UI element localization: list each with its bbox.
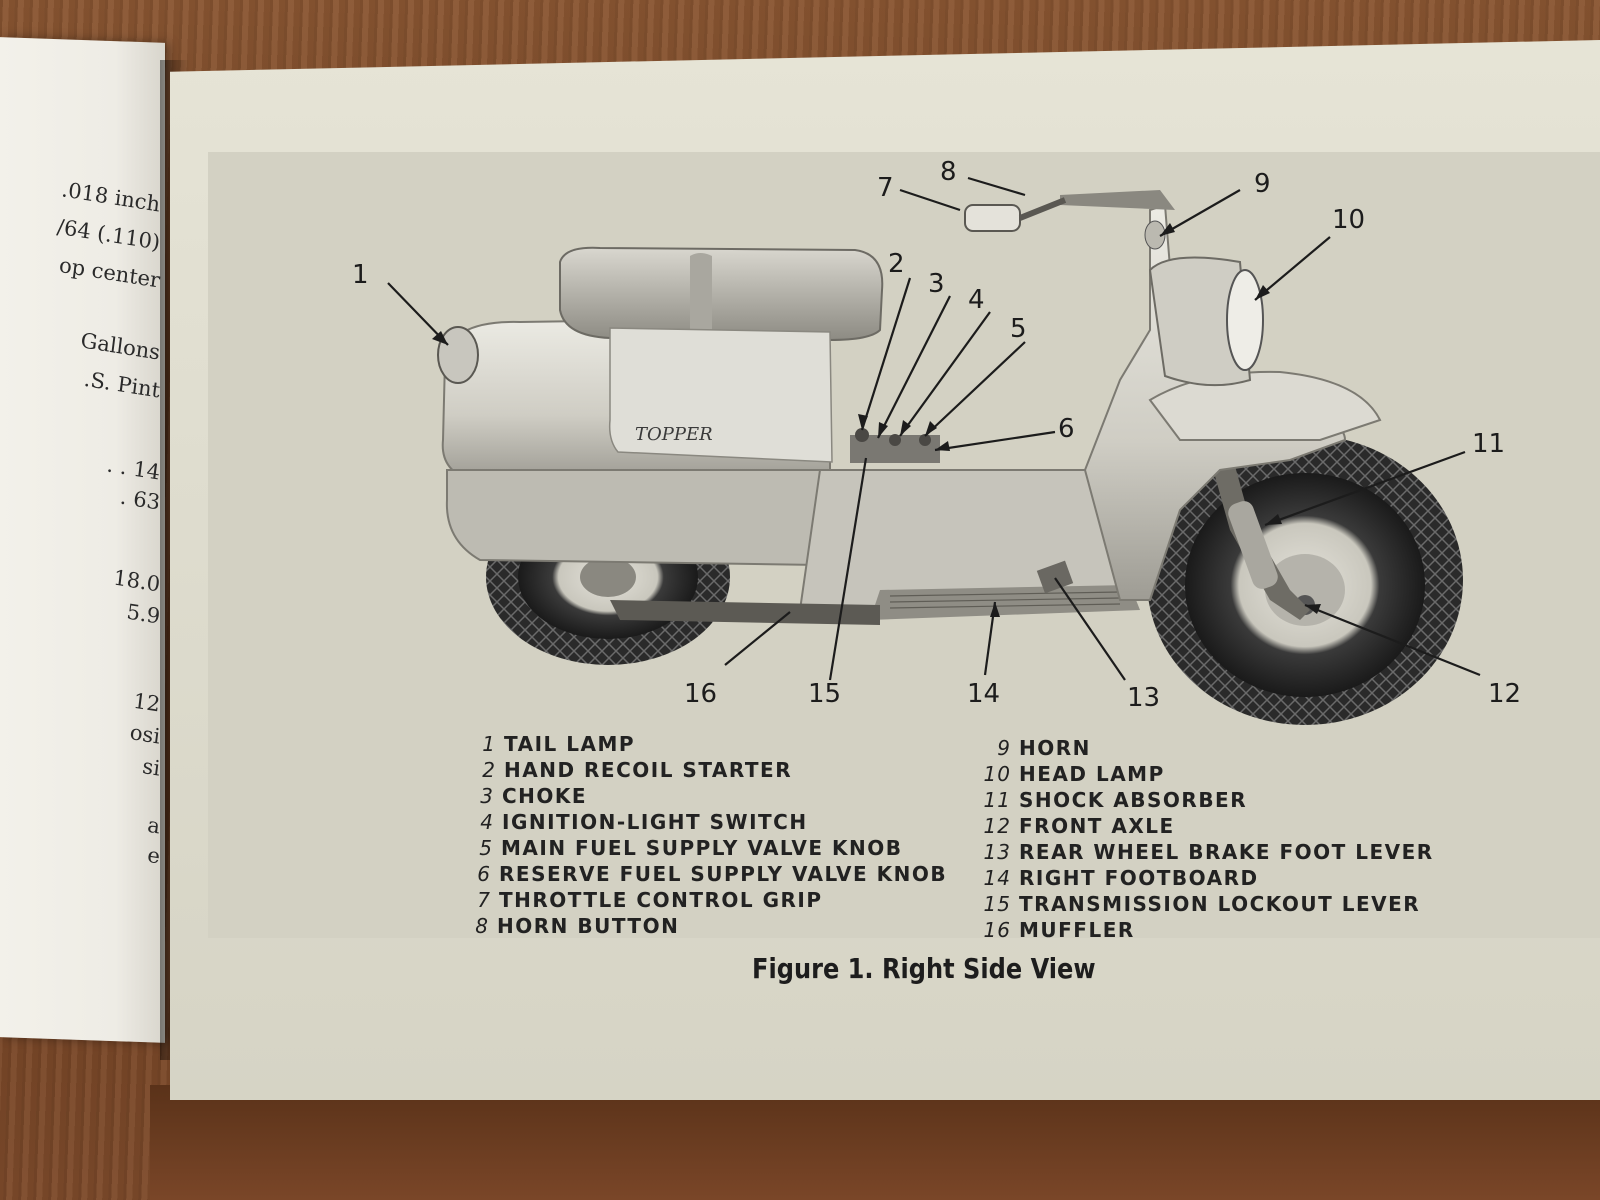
- horn-shape: [1144, 220, 1166, 250]
- head-lamp-shape: [1226, 269, 1264, 371]
- callout-10: 10: [1332, 205, 1365, 235]
- hand-starter-handle: [855, 428, 869, 442]
- muffler-shape: [610, 600, 880, 625]
- front-fork: [1205, 430, 1310, 620]
- shock-absorber-shape: [1228, 501, 1278, 589]
- callout-7: 7: [877, 173, 894, 203]
- callout-5: 5: [1010, 314, 1027, 344]
- side-panel: [608, 327, 833, 463]
- rear-skirt: [445, 469, 821, 567]
- throttle-grip-shape: [964, 204, 1021, 232]
- callout-6: 6: [1058, 414, 1075, 444]
- callout-12: 12: [1488, 679, 1521, 709]
- right-footboard-shape: [870, 585, 1140, 620]
- callout-8: 8: [940, 157, 957, 187]
- topper-badge: TOPPER: [635, 424, 713, 445]
- callout-9: 9: [1254, 169, 1271, 199]
- handlebar: [1060, 190, 1175, 210]
- callout-3: 3: [928, 269, 945, 299]
- callout-16: 16: [684, 679, 717, 709]
- callout-11: 11: [1472, 429, 1505, 459]
- headlamp-housing: [1148, 256, 1252, 387]
- callout-13: 13: [1127, 683, 1160, 713]
- leader-arrowheads: [432, 223, 1321, 617]
- footboard-ribs: [889, 591, 1121, 609]
- callout-14: 14: [967, 679, 1000, 709]
- table-edge: [150, 1085, 1600, 1200]
- seat-seam: [690, 253, 712, 335]
- handlebar-bar: [1018, 197, 1067, 221]
- seat: [559, 246, 884, 342]
- figure-caption: Figure 1. Right Side View: [752, 952, 1096, 985]
- callout-15: 15: [808, 679, 841, 709]
- callout-2: 2: [888, 249, 905, 279]
- callout-1: 1: [352, 260, 369, 290]
- fuel-valve-knob: [919, 434, 931, 446]
- ignition-switch-knob: [889, 434, 901, 446]
- callout-4: 4: [968, 285, 985, 315]
- brake-pedal-shape: [1036, 560, 1074, 594]
- front-fender: [1148, 370, 1382, 441]
- tail-lamp-shape: [437, 326, 479, 384]
- leader-lines: [387, 176, 1481, 681]
